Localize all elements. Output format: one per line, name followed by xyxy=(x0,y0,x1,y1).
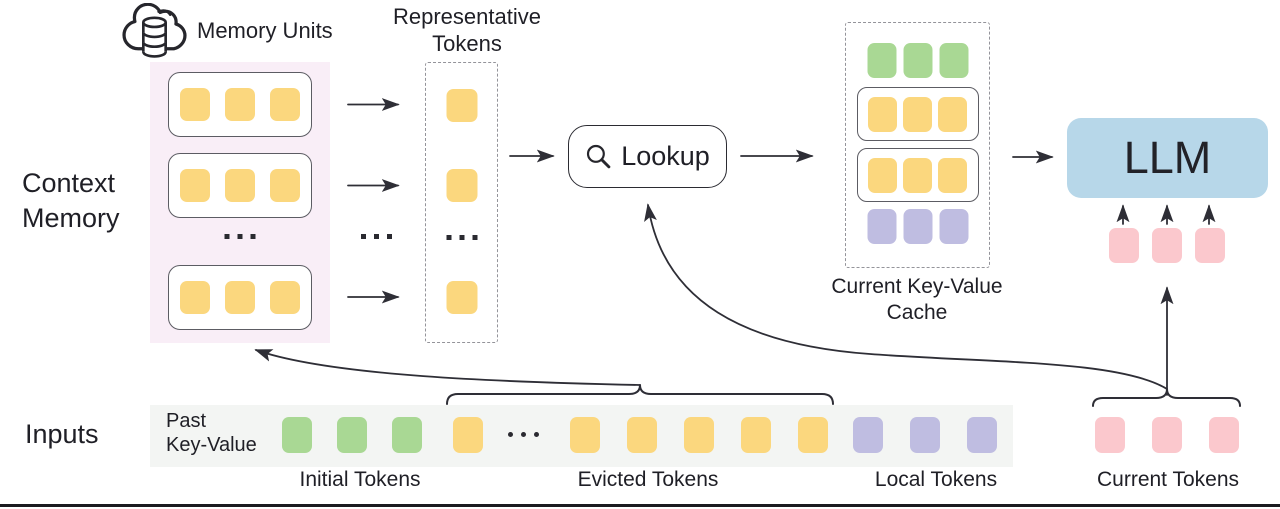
yellow-token xyxy=(225,281,255,314)
llm-label: LLM xyxy=(1123,132,1212,183)
representative-token-slot-3 xyxy=(446,281,477,314)
curve-evicted-to-memory xyxy=(254,349,641,386)
llm-current-tokens xyxy=(1109,228,1225,263)
context-memory-panel xyxy=(150,62,330,343)
yellow-token xyxy=(868,96,897,132)
yellow-token xyxy=(570,417,600,453)
green-token xyxy=(337,417,367,453)
yellow-token xyxy=(180,169,210,202)
yellow-token xyxy=(938,96,967,132)
memory-units-label: Memory Units xyxy=(197,17,333,43)
purple-token xyxy=(939,209,968,244)
purple-token xyxy=(910,417,940,453)
green-token xyxy=(282,417,312,453)
pink-token xyxy=(1195,228,1225,263)
representative-tokens-box xyxy=(425,62,498,343)
cache-memory-unit-1 xyxy=(856,87,979,141)
representative-token-slot-1 xyxy=(446,89,477,122)
local-tokens-row xyxy=(853,417,997,453)
yellow-token xyxy=(446,281,477,314)
yellow-token xyxy=(180,88,210,121)
purple-token xyxy=(867,209,896,244)
yellow-token xyxy=(903,157,932,193)
local-tokens-caption: Local Tokens xyxy=(874,468,998,491)
purple-token xyxy=(967,417,997,453)
yellow-token xyxy=(225,169,255,202)
yellow-token xyxy=(627,417,657,453)
evicted-tokens-caption: Evicted Tokens xyxy=(577,468,719,491)
yellow-token xyxy=(684,417,714,453)
memory-unit-2 xyxy=(168,153,312,218)
brace-current-tokens xyxy=(1092,388,1241,407)
green-token xyxy=(392,417,422,453)
yellow-token xyxy=(938,157,967,193)
yellow-token xyxy=(225,88,255,121)
evicted-tokens-tail xyxy=(570,417,828,453)
ellipsis-memory xyxy=(224,234,256,239)
inputs-label: Inputs xyxy=(25,419,99,449)
yellow-token xyxy=(741,417,771,453)
pink-token xyxy=(1152,417,1182,453)
pink-token xyxy=(1152,228,1182,263)
yellow-token xyxy=(270,169,300,202)
evicted-tokens-head xyxy=(453,417,483,453)
current-tokens-caption: Current Tokens xyxy=(1096,468,1240,491)
memory-unit-1 xyxy=(168,72,312,137)
past-key-value-label: Past Key-Value xyxy=(166,410,257,456)
yellow-token xyxy=(903,96,932,132)
green-token xyxy=(867,43,896,78)
ellipsis-evicted xyxy=(508,432,539,437)
cache-local-row xyxy=(867,209,968,244)
initial-tokens-row xyxy=(282,417,422,453)
pink-token xyxy=(1095,417,1125,453)
context-memory-label: Context Memory xyxy=(22,168,120,233)
cloud-database-icon xyxy=(122,3,187,58)
cache-memory-unit-2 xyxy=(856,148,979,202)
purple-token xyxy=(903,209,932,244)
pink-token xyxy=(1109,228,1139,263)
yellow-token xyxy=(270,281,300,314)
green-token xyxy=(903,43,932,78)
ellipsis-representative xyxy=(446,235,477,240)
lookup-button: Lookup xyxy=(568,125,727,188)
yellow-token xyxy=(446,169,477,202)
search-icon xyxy=(587,144,611,169)
pink-token xyxy=(1209,417,1239,453)
representative-tokens-label: Representative Tokens xyxy=(393,4,541,56)
current-tokens-row xyxy=(1095,417,1239,453)
memory-unit-3 xyxy=(168,265,312,330)
representative-token-slot-2 xyxy=(446,169,477,202)
llm-box: LLM xyxy=(1067,118,1268,198)
brace-evicted-tokens xyxy=(446,384,834,405)
lookup-label: Lookup xyxy=(621,141,710,171)
cache-initial-row xyxy=(867,43,968,78)
memory-units-header: Memory Units xyxy=(121,3,333,58)
yellow-token xyxy=(180,281,210,314)
yellow-token xyxy=(453,417,483,453)
bottom-rule xyxy=(0,504,1280,507)
purple-token xyxy=(853,417,883,453)
initial-tokens-caption: Initial Tokens xyxy=(299,468,421,491)
yellow-token xyxy=(270,88,300,121)
current-kv-cache-label: Current Key-Value Cache xyxy=(831,275,1003,324)
green-token xyxy=(939,43,968,78)
yellow-token xyxy=(446,89,477,122)
ellipsis-arrows xyxy=(361,234,392,239)
current-kv-cache-box xyxy=(845,22,990,268)
yellow-token xyxy=(868,157,897,193)
yellow-token xyxy=(798,417,828,453)
